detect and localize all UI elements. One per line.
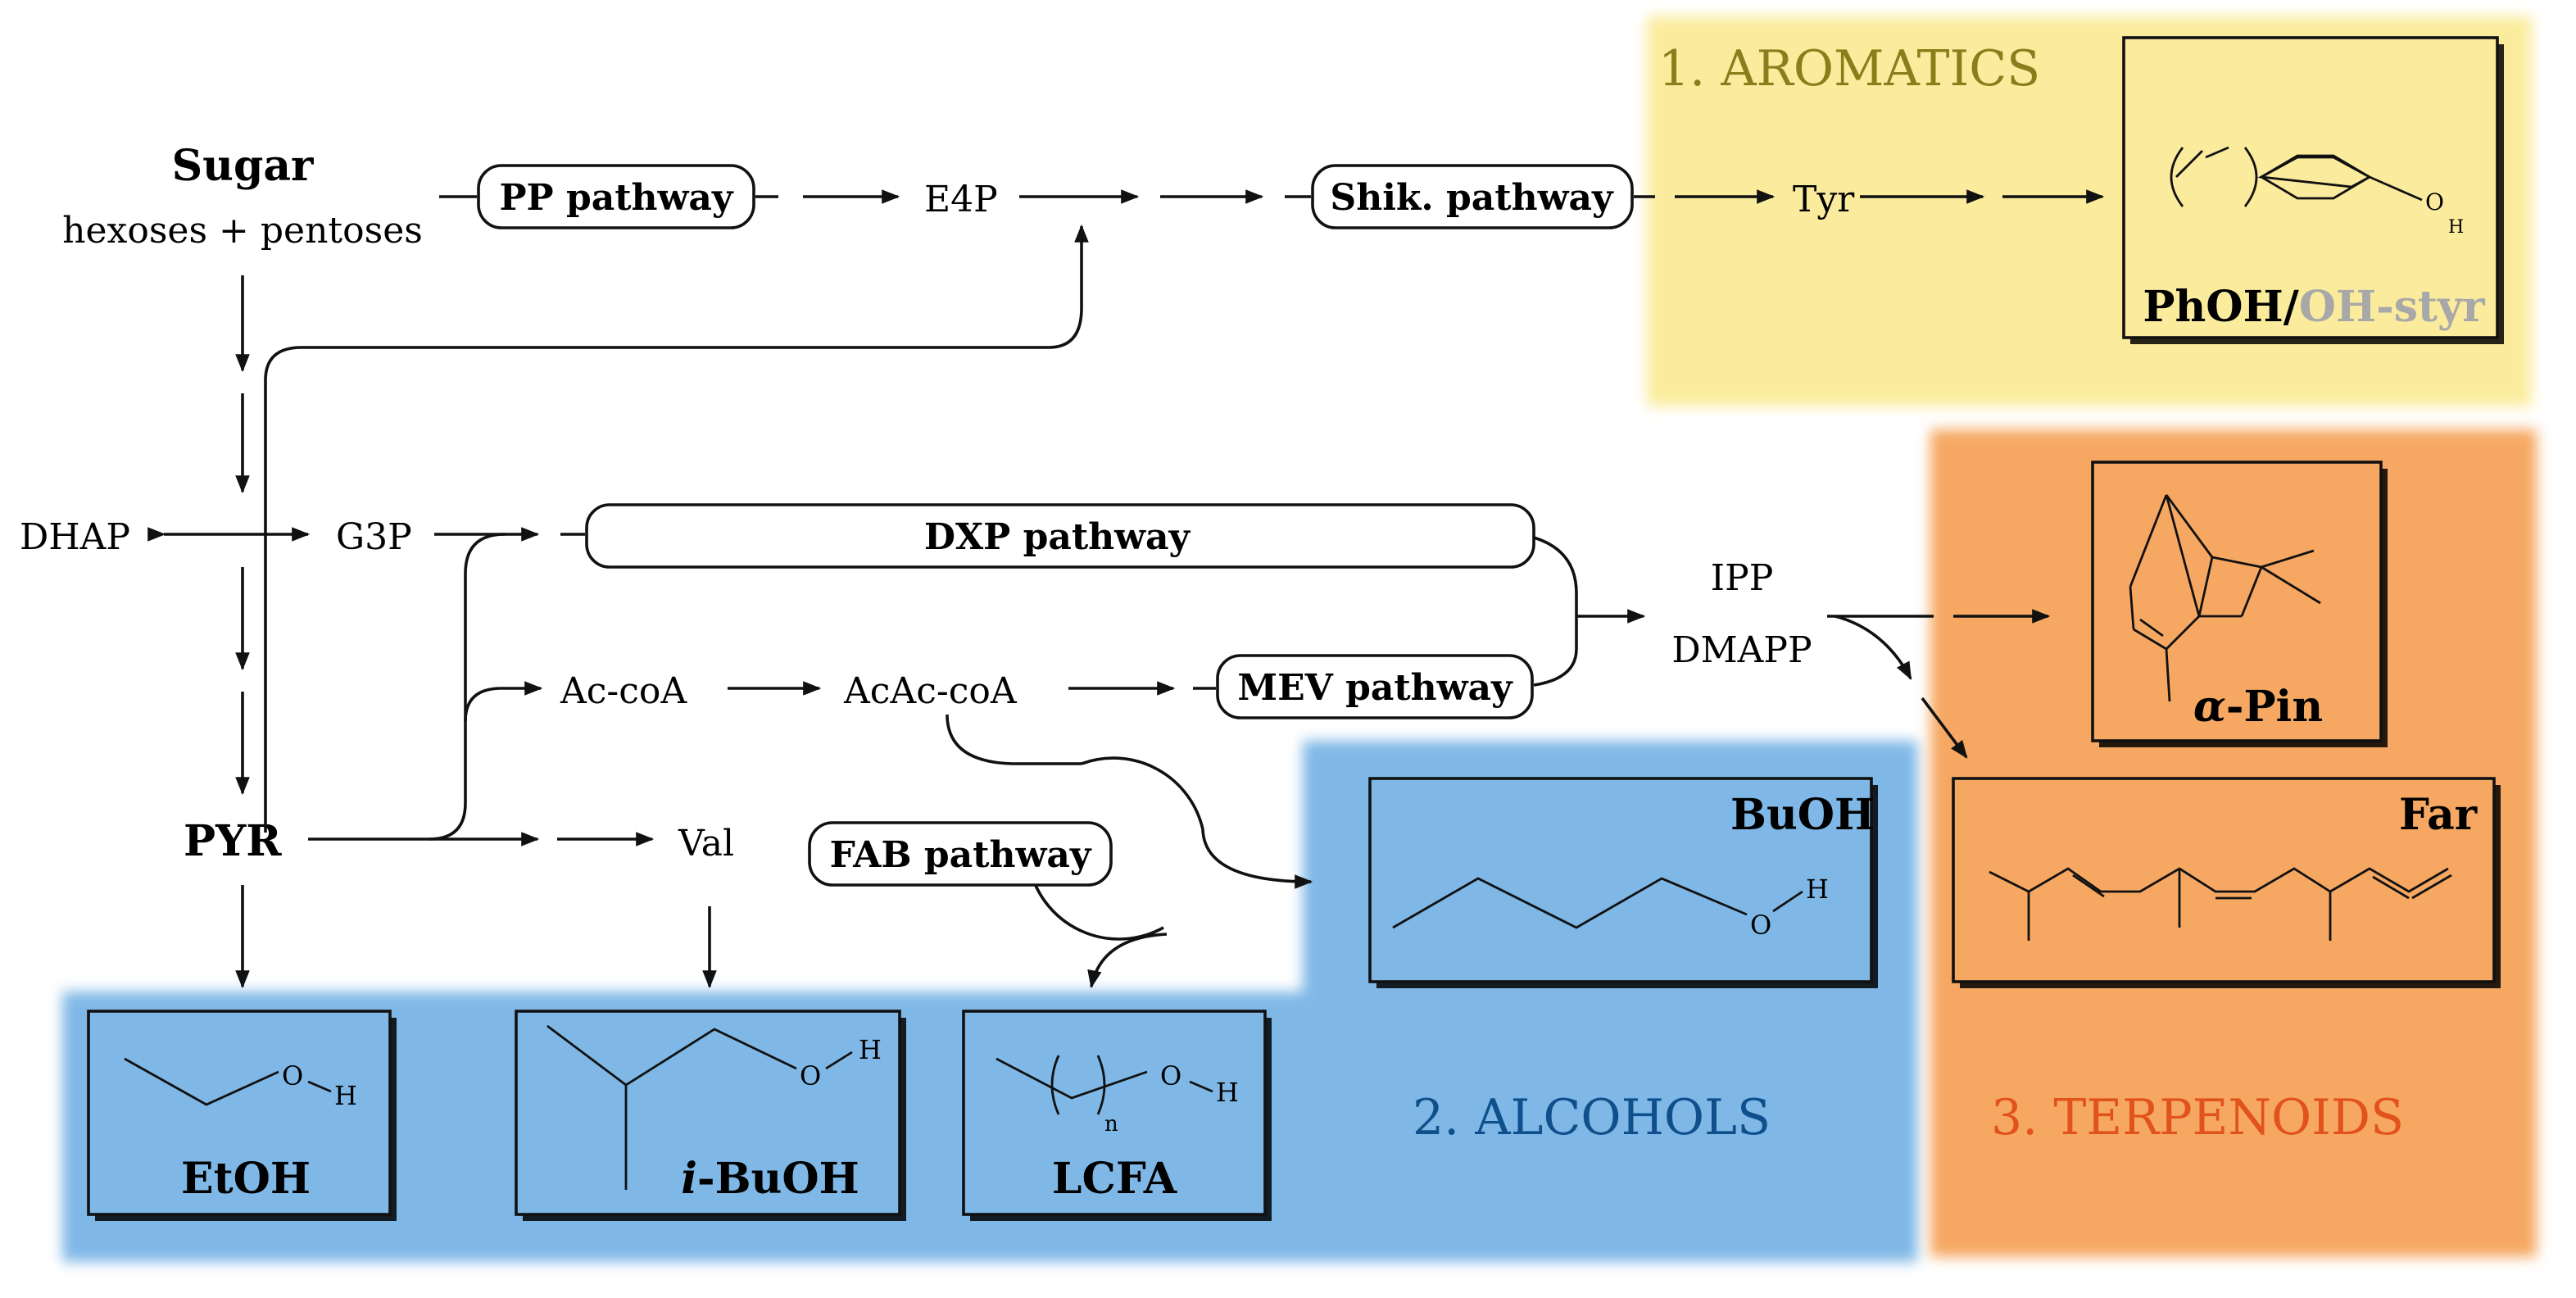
isobutanol-structure	[546, 1024, 853, 1190]
alpha-pinene-structure	[2129, 494, 2321, 702]
lcfa-product-card: n O H LCFA	[962, 1010, 1272, 1221]
ethanol-structure	[124, 1057, 332, 1106]
apin-rest: -Pin	[2226, 682, 2323, 732]
phoh-o-atom: O	[2425, 188, 2444, 216]
ibuoh-rest: -BuOH	[697, 1154, 859, 1204]
far-product-card: Far	[1952, 777, 2501, 988]
tyr-label: Tyr	[1793, 179, 1855, 220]
ipp-label: IPP	[1711, 557, 1774, 599]
buoh-product-card: O H BuOH	[1368, 777, 1878, 988]
apin-alpha: α	[2193, 682, 2226, 732]
acaccoa-label: AcAc-coA	[843, 670, 1018, 712]
etoh-label: EtOH	[181, 1154, 311, 1204]
etoh-product-card: O H EtOH	[87, 1010, 397, 1221]
dmapp-label: DMAPP	[1671, 629, 1812, 671]
pyr-label: PYR	[184, 816, 282, 866]
ibuoh-o-atom: O	[800, 1060, 821, 1092]
accoa-label: Ac-coA	[560, 670, 687, 712]
shik-pathway-box: Shik. pathway	[1311, 164, 1634, 229]
shik-pathway-label: Shik. pathway	[1330, 177, 1614, 219]
mev-pathway-box: MEV pathway	[1216, 654, 1534, 719]
val-label: Val	[678, 823, 734, 865]
pp-pathway-box: PP pathway	[477, 164, 755, 229]
fab-cycle	[946, 714, 1313, 989]
dhap-label: DHAP	[20, 516, 130, 558]
pp-pathway-label: PP pathway	[499, 177, 733, 219]
lcfa-label: LCFA	[1052, 1154, 1177, 1204]
terpenoids-title: 3. TERPENOIDS	[1991, 1089, 2404, 1146]
etoh-o-atom: O	[282, 1060, 303, 1092]
lcfa-h-atom: H	[1216, 1077, 1239, 1108]
phenol-structure	[2170, 146, 2423, 207]
phoh-name: PhOH	[2143, 282, 2283, 332]
alcohols-title: 2. ALCOHOLS	[1413, 1089, 1771, 1146]
dxp-pathway-box: DXP pathway	[585, 503, 1535, 569]
far-label: Far	[2399, 790, 2478, 840]
g3p-label: G3P	[336, 516, 412, 558]
aromatics-title: 1. AROMATICS	[1658, 40, 2040, 98]
lcfa-o-atom: O	[1160, 1060, 1181, 1092]
fab-pathway-box: FAB pathway	[808, 821, 1113, 887]
dxp-pathway-label: DXP pathway	[924, 516, 1191, 558]
mev-pathway-label: MEV pathway	[1237, 667, 1513, 709]
pathway-arrows	[147, 189, 2105, 989]
butanol-structure	[1392, 877, 1803, 929]
lcfa-structure	[995, 1055, 1213, 1115]
ibuoh-label: i-BuOH	[681, 1154, 859, 1204]
ibuoh-product-card: O H i-BuOH	[515, 1010, 906, 1221]
phoh-product-card: O H PhOH/OH-styr	[2122, 36, 2504, 344]
buoh-o-atom: O	[1750, 910, 1771, 941]
sugar-subtitle: hexoses + pentoses	[62, 210, 423, 252]
etoh-h-atom: H	[334, 1080, 357, 1111]
phoh-label: PhOH/OH-styr	[2143, 282, 2485, 332]
phoh-slash: /	[2283, 282, 2299, 332]
lcfa-n-subscript: n	[1104, 1112, 1118, 1137]
phoh-h-atom: H	[2448, 217, 2464, 238]
fab-pathway-label: FAB pathway	[830, 834, 1092, 876]
farnesene-structure	[1989, 867, 2452, 941]
ibuoh-i: i	[681, 1154, 697, 1204]
buoh-label: BuOH	[1730, 790, 1875, 840]
ohstyr-name: OH-styr	[2299, 282, 2486, 332]
buoh-h-atom: H	[1806, 874, 1829, 905]
apin-label: α-Pin	[2193, 682, 2323, 732]
apin-product-card: α-Pin	[2091, 461, 2388, 747]
ibuoh-h-atom: H	[859, 1034, 882, 1065]
e4p-label: E4P	[924, 179, 998, 220]
sugar-label: Sugar	[172, 141, 314, 191]
